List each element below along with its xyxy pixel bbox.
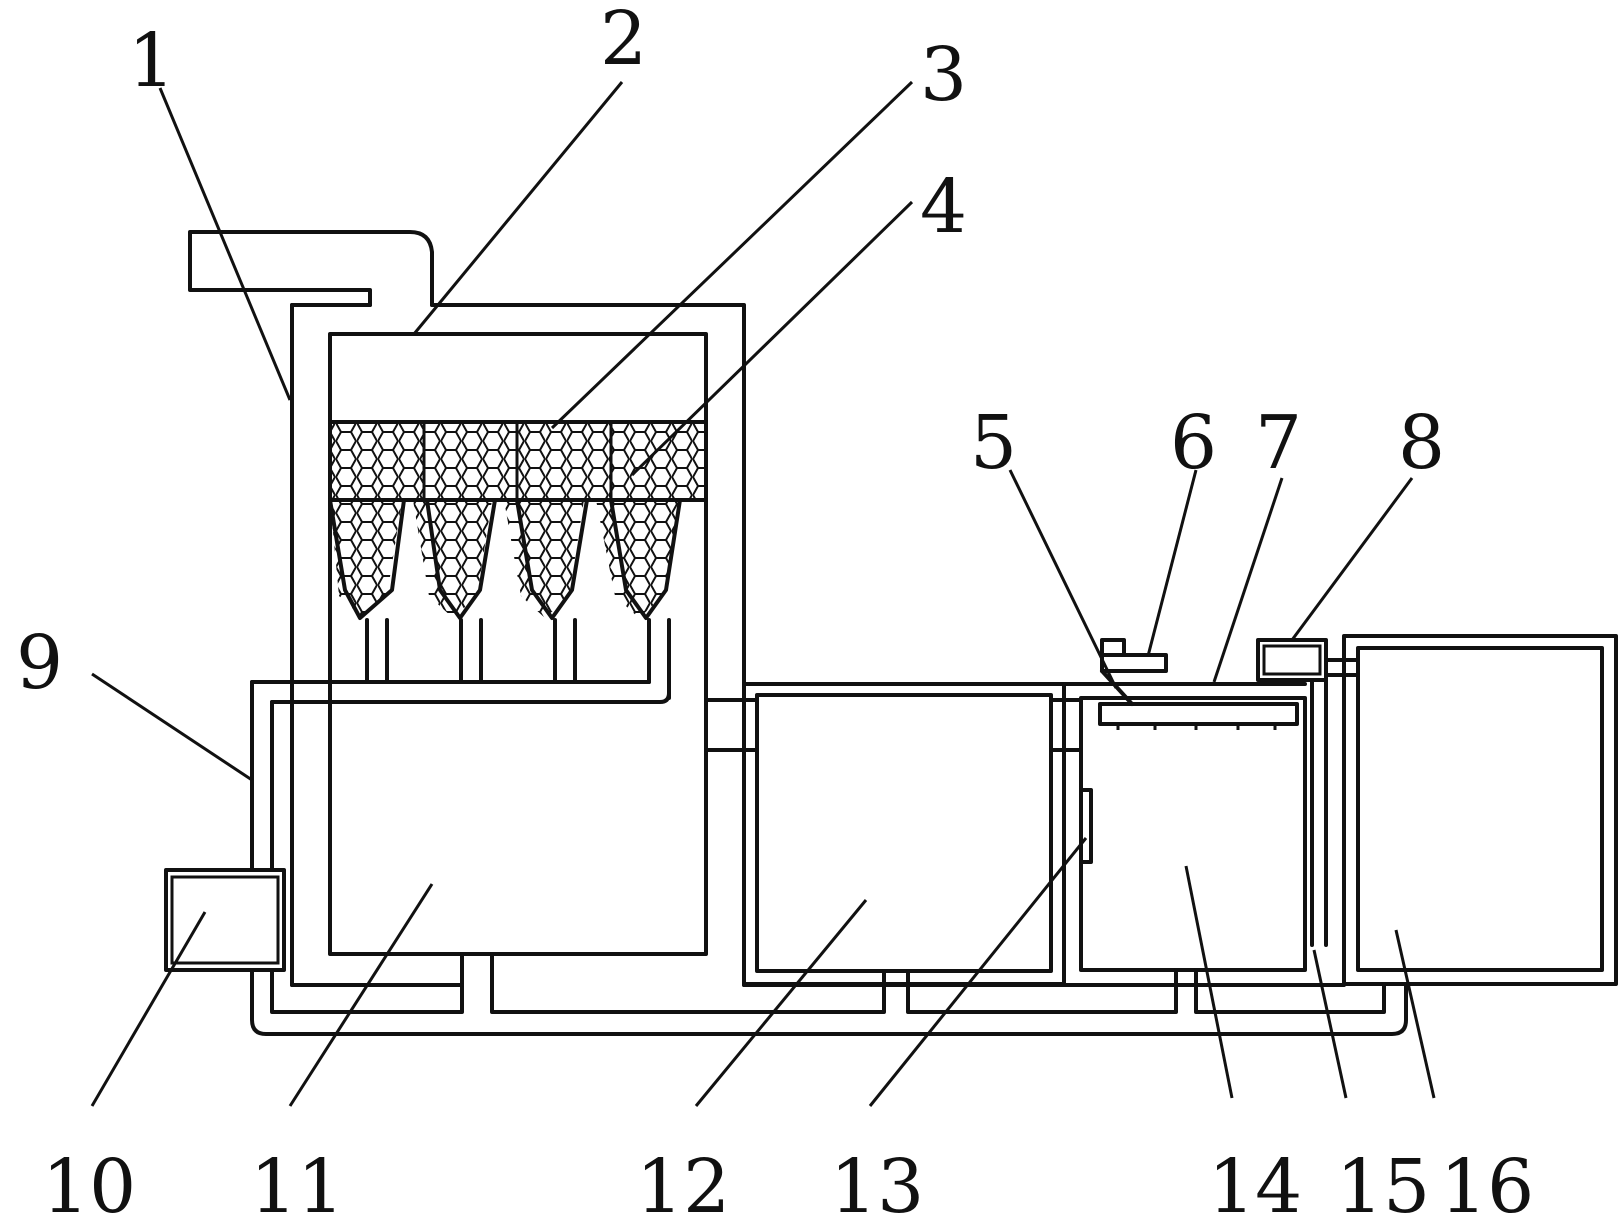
spray-chamber: [1062, 682, 1307, 972]
label-1: 1: [128, 18, 175, 104]
label-10: 10: [42, 1144, 136, 1225]
pump-box: [164, 868, 286, 972]
part-labels: 1 2 3 4 5 6 7 8 9 10 11 12 13 14 15 16: [16, 0, 1534, 1225]
label-13: 13: [830, 1144, 924, 1225]
connector-pipe-2: [1049, 698, 1083, 752]
nozzle-head: [1100, 638, 1168, 706]
right-tank: [1342, 634, 1618, 986]
middle-tank: [742, 682, 1066, 986]
label-5: 5: [970, 400, 1017, 486]
label-4: 4: [920, 164, 967, 250]
label-7: 7: [1255, 400, 1302, 486]
cone-drain-pipes: [365, 618, 671, 700]
label-2: 2: [600, 0, 647, 82]
leader-lines: [90, 80, 1436, 1107]
label-6: 6: [1170, 400, 1217, 486]
inner-chamber: [328, 332, 708, 956]
label-3: 3: [920, 32, 967, 118]
filter-media: [328, 420, 708, 620]
return-pipe: [250, 680, 671, 872]
label-15: 15: [1336, 1144, 1430, 1225]
label-12: 12: [636, 1144, 730, 1225]
label-9: 9: [16, 620, 63, 706]
label-14: 14: [1208, 1144, 1302, 1225]
label-8: 8: [1398, 400, 1445, 486]
bottom-manifold: [250, 952, 1408, 1036]
connector-pipe: [704, 698, 759, 752]
label-16: 16: [1440, 1144, 1534, 1225]
label-11: 11: [250, 1144, 344, 1225]
